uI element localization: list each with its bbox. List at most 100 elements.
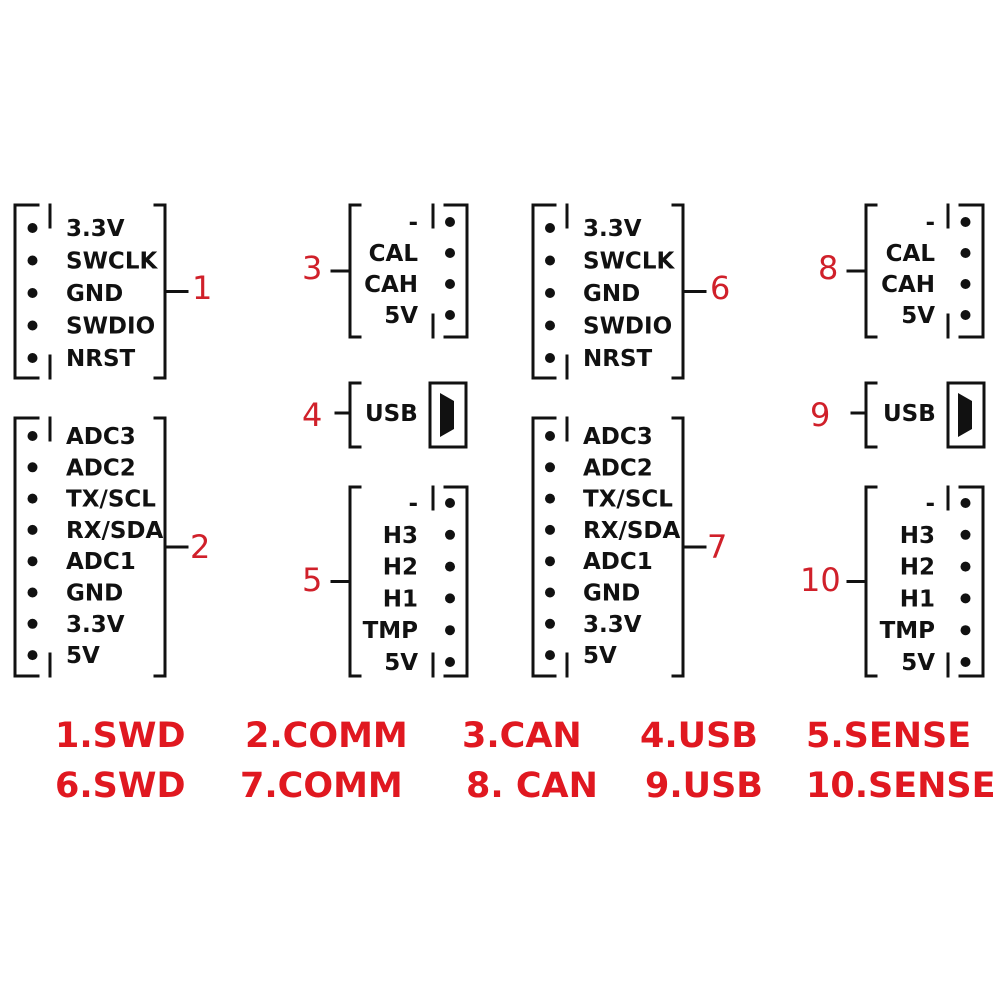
pin-label: RX/SDA (583, 518, 681, 544)
pin-dot (445, 561, 455, 572)
pin-label: TMP (880, 618, 935, 644)
pin-label: TMP (363, 618, 418, 644)
pin-dot (445, 593, 455, 604)
pin-dot (545, 223, 555, 233)
pin-header (946, 203, 985, 339)
pin-dot (27, 524, 38, 535)
pin-label: 5V (384, 650, 418, 676)
pin-header (431, 485, 469, 678)
pin-header (531, 203, 569, 380)
pin-dot (445, 248, 455, 258)
legend-item: 3.CAN (462, 716, 582, 756)
pin-label: 5V (901, 650, 935, 676)
legend-item: 6.SWD (55, 766, 186, 806)
pin-dot (545, 524, 555, 535)
pin-dot (27, 255, 38, 266)
pin-label: - (408, 491, 418, 517)
pin-label: USB (365, 401, 418, 427)
pin-header (531, 416, 569, 678)
pin-label: NRST (583, 346, 653, 372)
pin-label: GND (583, 581, 640, 607)
pin-dot (27, 223, 38, 233)
connector-number: 2 (190, 528, 210, 566)
pin-header (13, 416, 52, 678)
legend-item: 2.COMM (245, 716, 408, 756)
pin-dot (27, 320, 38, 331)
legend-item: 4.USB (640, 716, 758, 756)
connector-number: 4 (302, 396, 322, 434)
pin-label: SWDIO (583, 314, 672, 340)
pin-dot (27, 288, 38, 298)
pin-header (431, 203, 469, 339)
pin-label: 5V (583, 643, 617, 669)
pin-label: H1 (900, 586, 935, 612)
pin-dot (545, 556, 555, 567)
pin-dot (27, 462, 38, 473)
legend-item: 5.SENSE (806, 716, 971, 756)
pin-label: SWCLK (66, 249, 158, 275)
connector-number: 9 (810, 396, 830, 434)
connector-number: 5 (302, 561, 322, 599)
connector-number: 3 (302, 249, 322, 287)
pin-label: H2 (383, 555, 418, 581)
pin-label: - (925, 210, 935, 236)
pin-label: ADC2 (583, 455, 653, 481)
pin-label: H3 (383, 523, 418, 549)
pin-dot (960, 529, 971, 540)
pin-header (946, 485, 985, 678)
pin-label: TX/SCL (583, 487, 673, 513)
pin-dot (445, 625, 455, 636)
pin-label: 5V (384, 303, 418, 329)
pin-label: ADC3 (66, 424, 136, 450)
pin-dot (545, 353, 555, 363)
pin-label: USB (883, 401, 936, 427)
pin-dot (960, 561, 971, 572)
pin-label: - (925, 491, 935, 517)
pin-label: 3.3V (66, 612, 125, 638)
pin-label: 3.3V (583, 612, 642, 638)
pin-dot (545, 587, 555, 598)
pin-dot (545, 493, 555, 504)
legend-item: 8. CAN (466, 766, 598, 806)
pin-label: CAH (881, 272, 935, 298)
pin-dot (27, 353, 38, 363)
pin-label: 3.3V (66, 216, 125, 242)
pin-dot (545, 650, 555, 661)
pin-dot (445, 310, 455, 320)
connector-number: 6 (710, 269, 730, 307)
pin-dot (960, 217, 971, 227)
pin-dot (27, 493, 38, 504)
pin-dot (545, 320, 555, 331)
pin-dot (545, 618, 555, 629)
pin-label: CAH (364, 272, 418, 298)
connector-number: 1 (192, 269, 212, 307)
pin-dot (960, 657, 971, 667)
pin-dot (960, 625, 971, 636)
connector-4: USB 4 (302, 381, 468, 449)
pin-dot (445, 657, 455, 667)
legend-item: 1.SWD (55, 716, 186, 756)
pin-label: CAL (886, 241, 936, 267)
pin-dot (545, 431, 555, 441)
pin-label: ADC1 (66, 549, 136, 575)
pin-dot (960, 279, 971, 289)
pin-dot (545, 288, 555, 298)
pin-label: ADC1 (583, 549, 653, 575)
pin-dot (960, 498, 971, 508)
pin-label: SWDIO (66, 314, 155, 340)
pin-dot (445, 217, 455, 227)
pin-label: RX/SDA (66, 518, 164, 544)
pin-dot (960, 248, 971, 258)
pin-label: H1 (383, 586, 418, 612)
pin-label: 5V (66, 643, 100, 669)
